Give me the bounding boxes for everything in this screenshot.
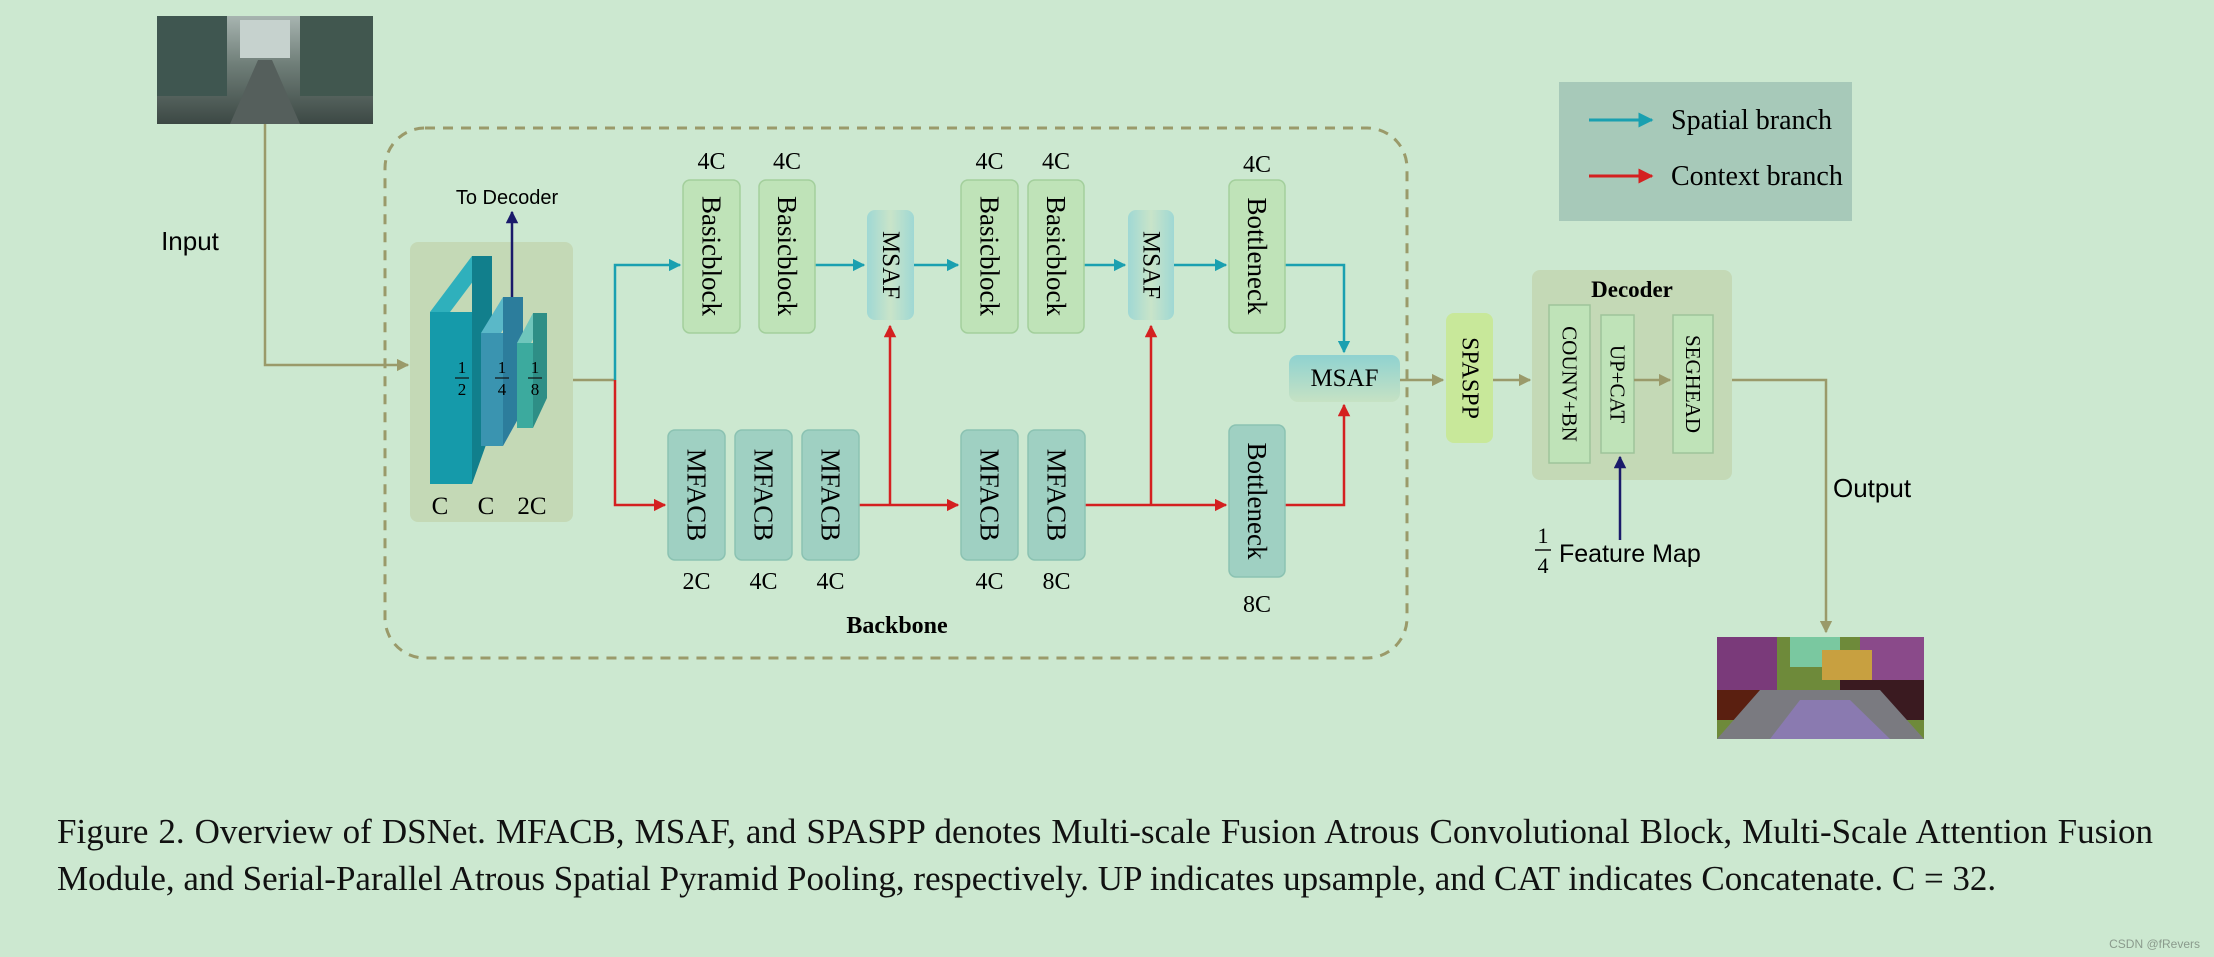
svg-text:SPASPP: SPASPP [1457, 337, 1483, 419]
context-mfacb-4-channels: 4C [975, 569, 1003, 595]
spatial-basicblock-3-channels: 4C [975, 149, 1003, 175]
stem-fraction-eighth-num: 1 [531, 358, 540, 377]
spatial-msaf-1: MSAF [867, 210, 914, 320]
to-decoder-label: To Decoder [456, 187, 559, 209]
spatial-basicblock-1-channels: 4C [697, 149, 725, 175]
figure-caption: Figure 2. Overview of DSNet. MFACB, MSAF… [57, 812, 2153, 898]
decoder-counv-bn: COUNV+BN [1558, 326, 1582, 442]
svg-text:Bottleneck: Bottleneck [1242, 443, 1272, 560]
output-label: Output [1833, 473, 1912, 503]
context-mfacb-3-channels: 4C [816, 569, 844, 595]
feature-map-fraction-num: 1 [1538, 523, 1549, 548]
context-branch-arrows [613, 324, 1351, 512]
spatial-basicblock-2-channels: 4C [773, 149, 801, 175]
svg-text:MFACB: MFACB [1042, 449, 1072, 542]
backbone-container [383, 126, 1409, 660]
context-mfacb-1-channels: 2C [682, 569, 710, 595]
spatial-basicblock-3: Basicblock 4C [960, 149, 1019, 334]
input-arrow [263, 124, 410, 372]
decoder-up-cat: UP+CAT [1606, 345, 1630, 424]
stem-fraction-half-num: 1 [458, 358, 467, 377]
stem-fraction-quarter-den: 4 [498, 380, 507, 399]
stem-block: 1 2 1 4 1 8 C C 2C [410, 242, 573, 522]
legend: Spatial branch Context branch [1559, 82, 1852, 221]
context-bottleneck: Bottleneck 8C [1228, 424, 1286, 618]
decoder-block: Decoder COUNV+BN UP+CAT SEGHEAD [1532, 270, 1732, 480]
fusion-msaf: MSAF [1289, 355, 1400, 402]
input-image [157, 16, 373, 124]
svg-text:Basicblock: Basicblock [1041, 196, 1071, 316]
stem-fraction-half-den: 2 [458, 380, 467, 399]
spaspp-block: SPASPP [1446, 313, 1493, 443]
context-mfacb-5: MFACB 8C [1027, 429, 1086, 595]
svg-text:MSAF: MSAF [1138, 231, 1165, 299]
output-arrow [1732, 378, 1833, 634]
spatial-basicblock-2: Basicblock 4C [758, 149, 816, 334]
stem-fraction-eighth-den: 8 [531, 380, 540, 399]
context-bottleneck-channels: 8C [1243, 592, 1271, 618]
feature-map-fraction-den: 4 [1538, 553, 1549, 578]
context-mfacb-1: MFACB 2C [667, 429, 726, 595]
svg-text:Basicblock: Basicblock [772, 196, 802, 316]
decoder-seghead: SEGHEAD [1681, 335, 1705, 433]
svg-text:MSAF: MSAF [1310, 365, 1378, 392]
context-mfacb-2-channels: 4C [749, 569, 777, 595]
svg-text:MFACB: MFACB [749, 449, 779, 542]
context-mfacb-5-channels: 8C [1042, 569, 1070, 595]
decoder-title: Decoder [1591, 277, 1673, 302]
spatial-basicblock-4-channels: 4C [1042, 149, 1070, 175]
stem-channel-3: 2C [517, 493, 546, 520]
stem-channel-1: C [432, 493, 449, 520]
legend-spatial-label: Spatial branch [1671, 105, 1832, 136]
input-label: Input [161, 226, 220, 256]
svg-text:MSAF: MSAF [877, 231, 904, 299]
svg-text:Basicblock: Basicblock [697, 196, 727, 316]
backbone-label: Backbone [846, 613, 948, 639]
feature-map-label: Feature Map [1559, 540, 1701, 568]
svg-text:MFACB: MFACB [816, 449, 846, 542]
legend-context-label: Context branch [1671, 161, 1843, 192]
stem-channel-2: C [478, 493, 495, 520]
svg-text:MFACB: MFACB [975, 449, 1005, 542]
spatial-basicblock-1: Basicblock 4C [682, 149, 741, 334]
svg-text:Basicblock: Basicblock [975, 196, 1005, 316]
spatial-basicblock-4: Basicblock 4C [1027, 149, 1085, 334]
watermark: CSDN @fRevers [2109, 937, 2200, 951]
spatial-branch-arrows [613, 258, 1351, 380]
spatial-bottleneck: Bottleneck 4C [1228, 152, 1286, 334]
context-mfacb-4: MFACB 4C [960, 429, 1019, 595]
context-mfacb-3: MFACB 4C [801, 429, 860, 595]
spatial-bottleneck-channels: 4C [1243, 152, 1271, 178]
svg-text:MFACB: MFACB [682, 449, 712, 542]
stem-fraction-quarter-num: 1 [498, 358, 507, 377]
svg-text:Bottleneck: Bottleneck [1242, 198, 1272, 315]
spatial-msaf-2: MSAF [1128, 210, 1174, 320]
context-mfacb-2: MFACB 4C [734, 429, 793, 595]
output-segmentation-image [1717, 637, 1924, 739]
